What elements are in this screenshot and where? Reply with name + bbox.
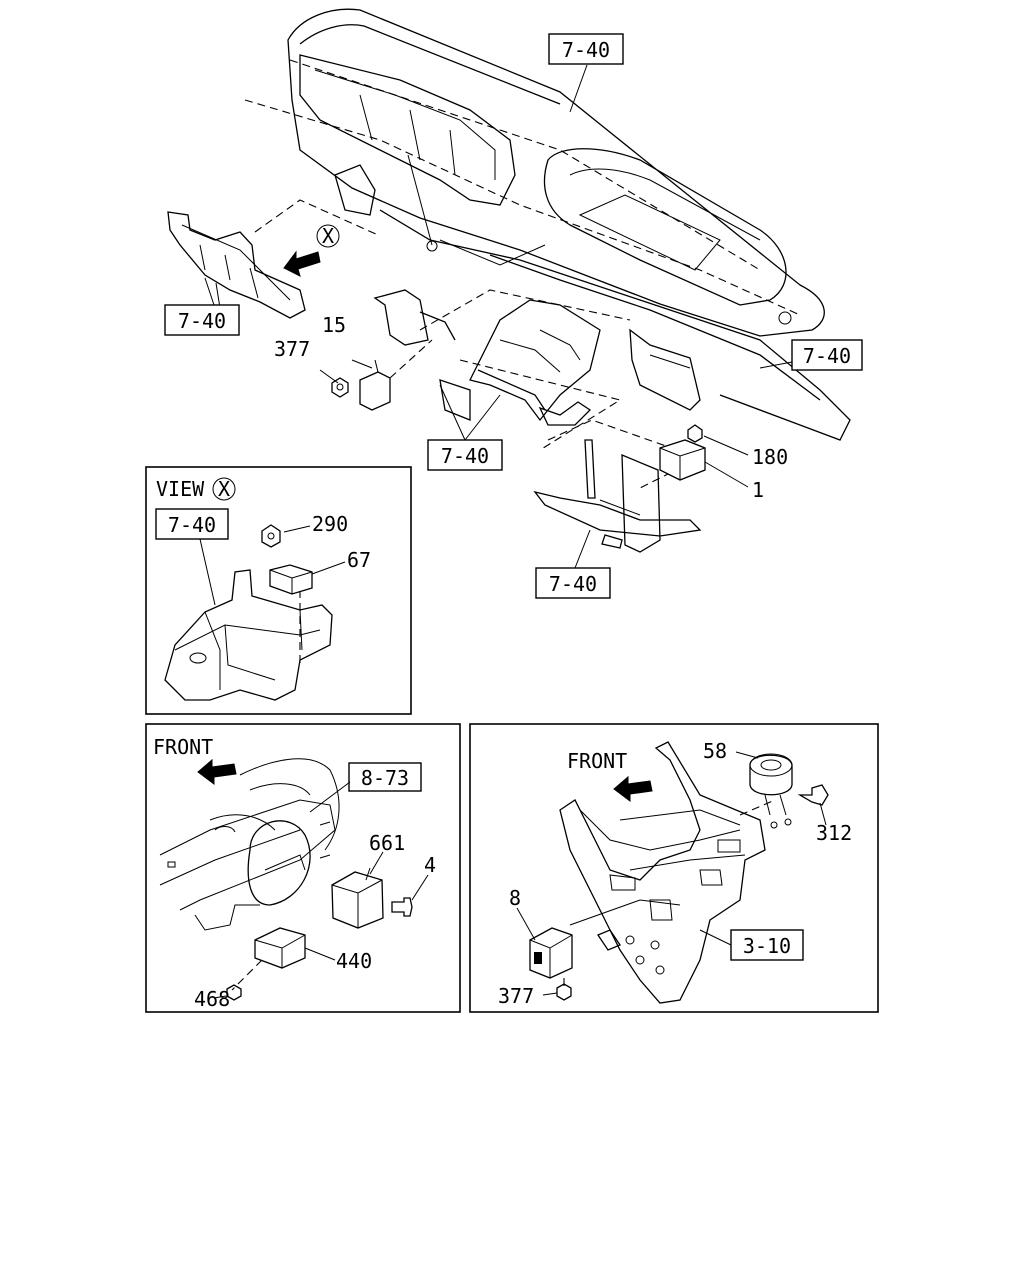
nut-290 bbox=[261, 524, 281, 548]
lower-bracket-drawing bbox=[533, 419, 702, 553]
callout-4: 4 bbox=[424, 853, 436, 877]
ref-label: 7-40 bbox=[178, 309, 226, 333]
view-marker-circle bbox=[316, 224, 340, 248]
leader-8 bbox=[516, 907, 536, 941]
ref-box-lower-bracket: 7-40 bbox=[535, 567, 611, 599]
part-67-module bbox=[269, 564, 313, 595]
lower-right-panel: FRONT bbox=[469, 723, 879, 1013]
ref-box-left-bracket: 7-40 bbox=[164, 304, 240, 336]
ref-box-center: 7-40 bbox=[427, 439, 503, 471]
leader-58 bbox=[735, 751, 759, 759]
leader-8-73 bbox=[309, 781, 351, 813]
ref-label: 7-40 bbox=[549, 572, 597, 596]
ref-label: 3-10 bbox=[743, 934, 791, 958]
leader-lines-main bbox=[204, 64, 793, 569]
part-8-relay bbox=[529, 927, 573, 979]
lower-right-frame bbox=[469, 723, 879, 1013]
dash-link-468 bbox=[231, 959, 263, 991]
lower-left-frame bbox=[145, 723, 461, 1013]
part-1-module bbox=[659, 439, 706, 481]
lower-left-front-label: FRONT bbox=[153, 735, 213, 759]
left-bracket-drawing bbox=[167, 199, 379, 319]
callout-180: 180 bbox=[752, 445, 788, 469]
nut-180 bbox=[687, 424, 703, 443]
instrument-panel-drawing bbox=[244, 8, 851, 441]
front-arrow bbox=[197, 758, 237, 785]
part-440-module bbox=[254, 927, 306, 969]
part-661-module bbox=[331, 867, 384, 929]
callout-468: 468 bbox=[194, 987, 230, 1011]
leader-312 bbox=[819, 802, 827, 826]
main-assembly: X bbox=[164, 8, 863, 599]
view-x-title: VIEW bbox=[156, 477, 205, 501]
view-x-marker: X bbox=[218, 477, 230, 501]
lower-right-ref-box: 3-10 bbox=[730, 929, 804, 961]
nut-377 bbox=[331, 377, 349, 398]
nut-377 bbox=[556, 983, 572, 1001]
ref-label: 7-40 bbox=[562, 38, 610, 62]
bolt-4 bbox=[391, 897, 413, 917]
nut-468 bbox=[226, 984, 242, 1001]
view-x-bracket-drawing bbox=[164, 538, 333, 701]
view-x-frame bbox=[145, 466, 412, 715]
ref-label: 7-40 bbox=[441, 444, 489, 468]
view-x-panel: VIEW X 7-40 290 67 bbox=[145, 466, 412, 715]
callout-377: 377 bbox=[274, 337, 310, 361]
callout-15: 15 bbox=[322, 313, 346, 337]
leader-67 bbox=[311, 561, 346, 575]
center-bracket-drawing bbox=[373, 289, 701, 451]
callout-58: 58 bbox=[703, 739, 727, 763]
leader-4 bbox=[411, 874, 429, 901]
callout-1: 1 bbox=[752, 478, 764, 502]
callout-312: 312 bbox=[816, 821, 852, 845]
ref-label: 8-73 bbox=[361, 766, 409, 790]
callout-8: 8 bbox=[509, 886, 521, 910]
lower-right-front-label: FRONT bbox=[567, 749, 627, 773]
leader-661 bbox=[369, 851, 384, 875]
lower-left-ref-box: 8-73 bbox=[348, 762, 422, 792]
bolt-312 bbox=[797, 784, 829, 806]
front-arrow bbox=[613, 775, 653, 802]
leader-377 bbox=[542, 992, 558, 996]
front-arrow bbox=[283, 250, 321, 277]
view-x-ref-box: 7-40 bbox=[155, 508, 229, 540]
lower-left-structure-drawing bbox=[159, 758, 340, 931]
callout-661: 661 bbox=[369, 831, 405, 855]
leader-440 bbox=[304, 947, 336, 961]
lower-right-bracket-drawing bbox=[559, 741, 776, 1004]
ref-box-right-panel: 7-40 bbox=[791, 339, 863, 371]
callout-377: 377 bbox=[498, 984, 534, 1008]
ref-label: 7-40 bbox=[168, 513, 216, 537]
view-marker: X bbox=[322, 224, 334, 248]
lower-left-panel: FRONT bbox=[145, 723, 461, 1013]
view-x-marker-circle bbox=[212, 477, 236, 501]
callout-440: 440 bbox=[336, 949, 372, 973]
part-15-module bbox=[359, 339, 433, 411]
part-58-horn bbox=[749, 753, 793, 829]
leader-290 bbox=[283, 525, 311, 533]
ref-box-top-right: 7-40 bbox=[548, 33, 624, 65]
leader-468 bbox=[213, 995, 227, 999]
callout-290: 290 bbox=[312, 512, 348, 536]
callout-67: 67 bbox=[347, 548, 371, 572]
leader-3-10 bbox=[699, 929, 732, 946]
ref-label: 7-40 bbox=[803, 344, 851, 368]
